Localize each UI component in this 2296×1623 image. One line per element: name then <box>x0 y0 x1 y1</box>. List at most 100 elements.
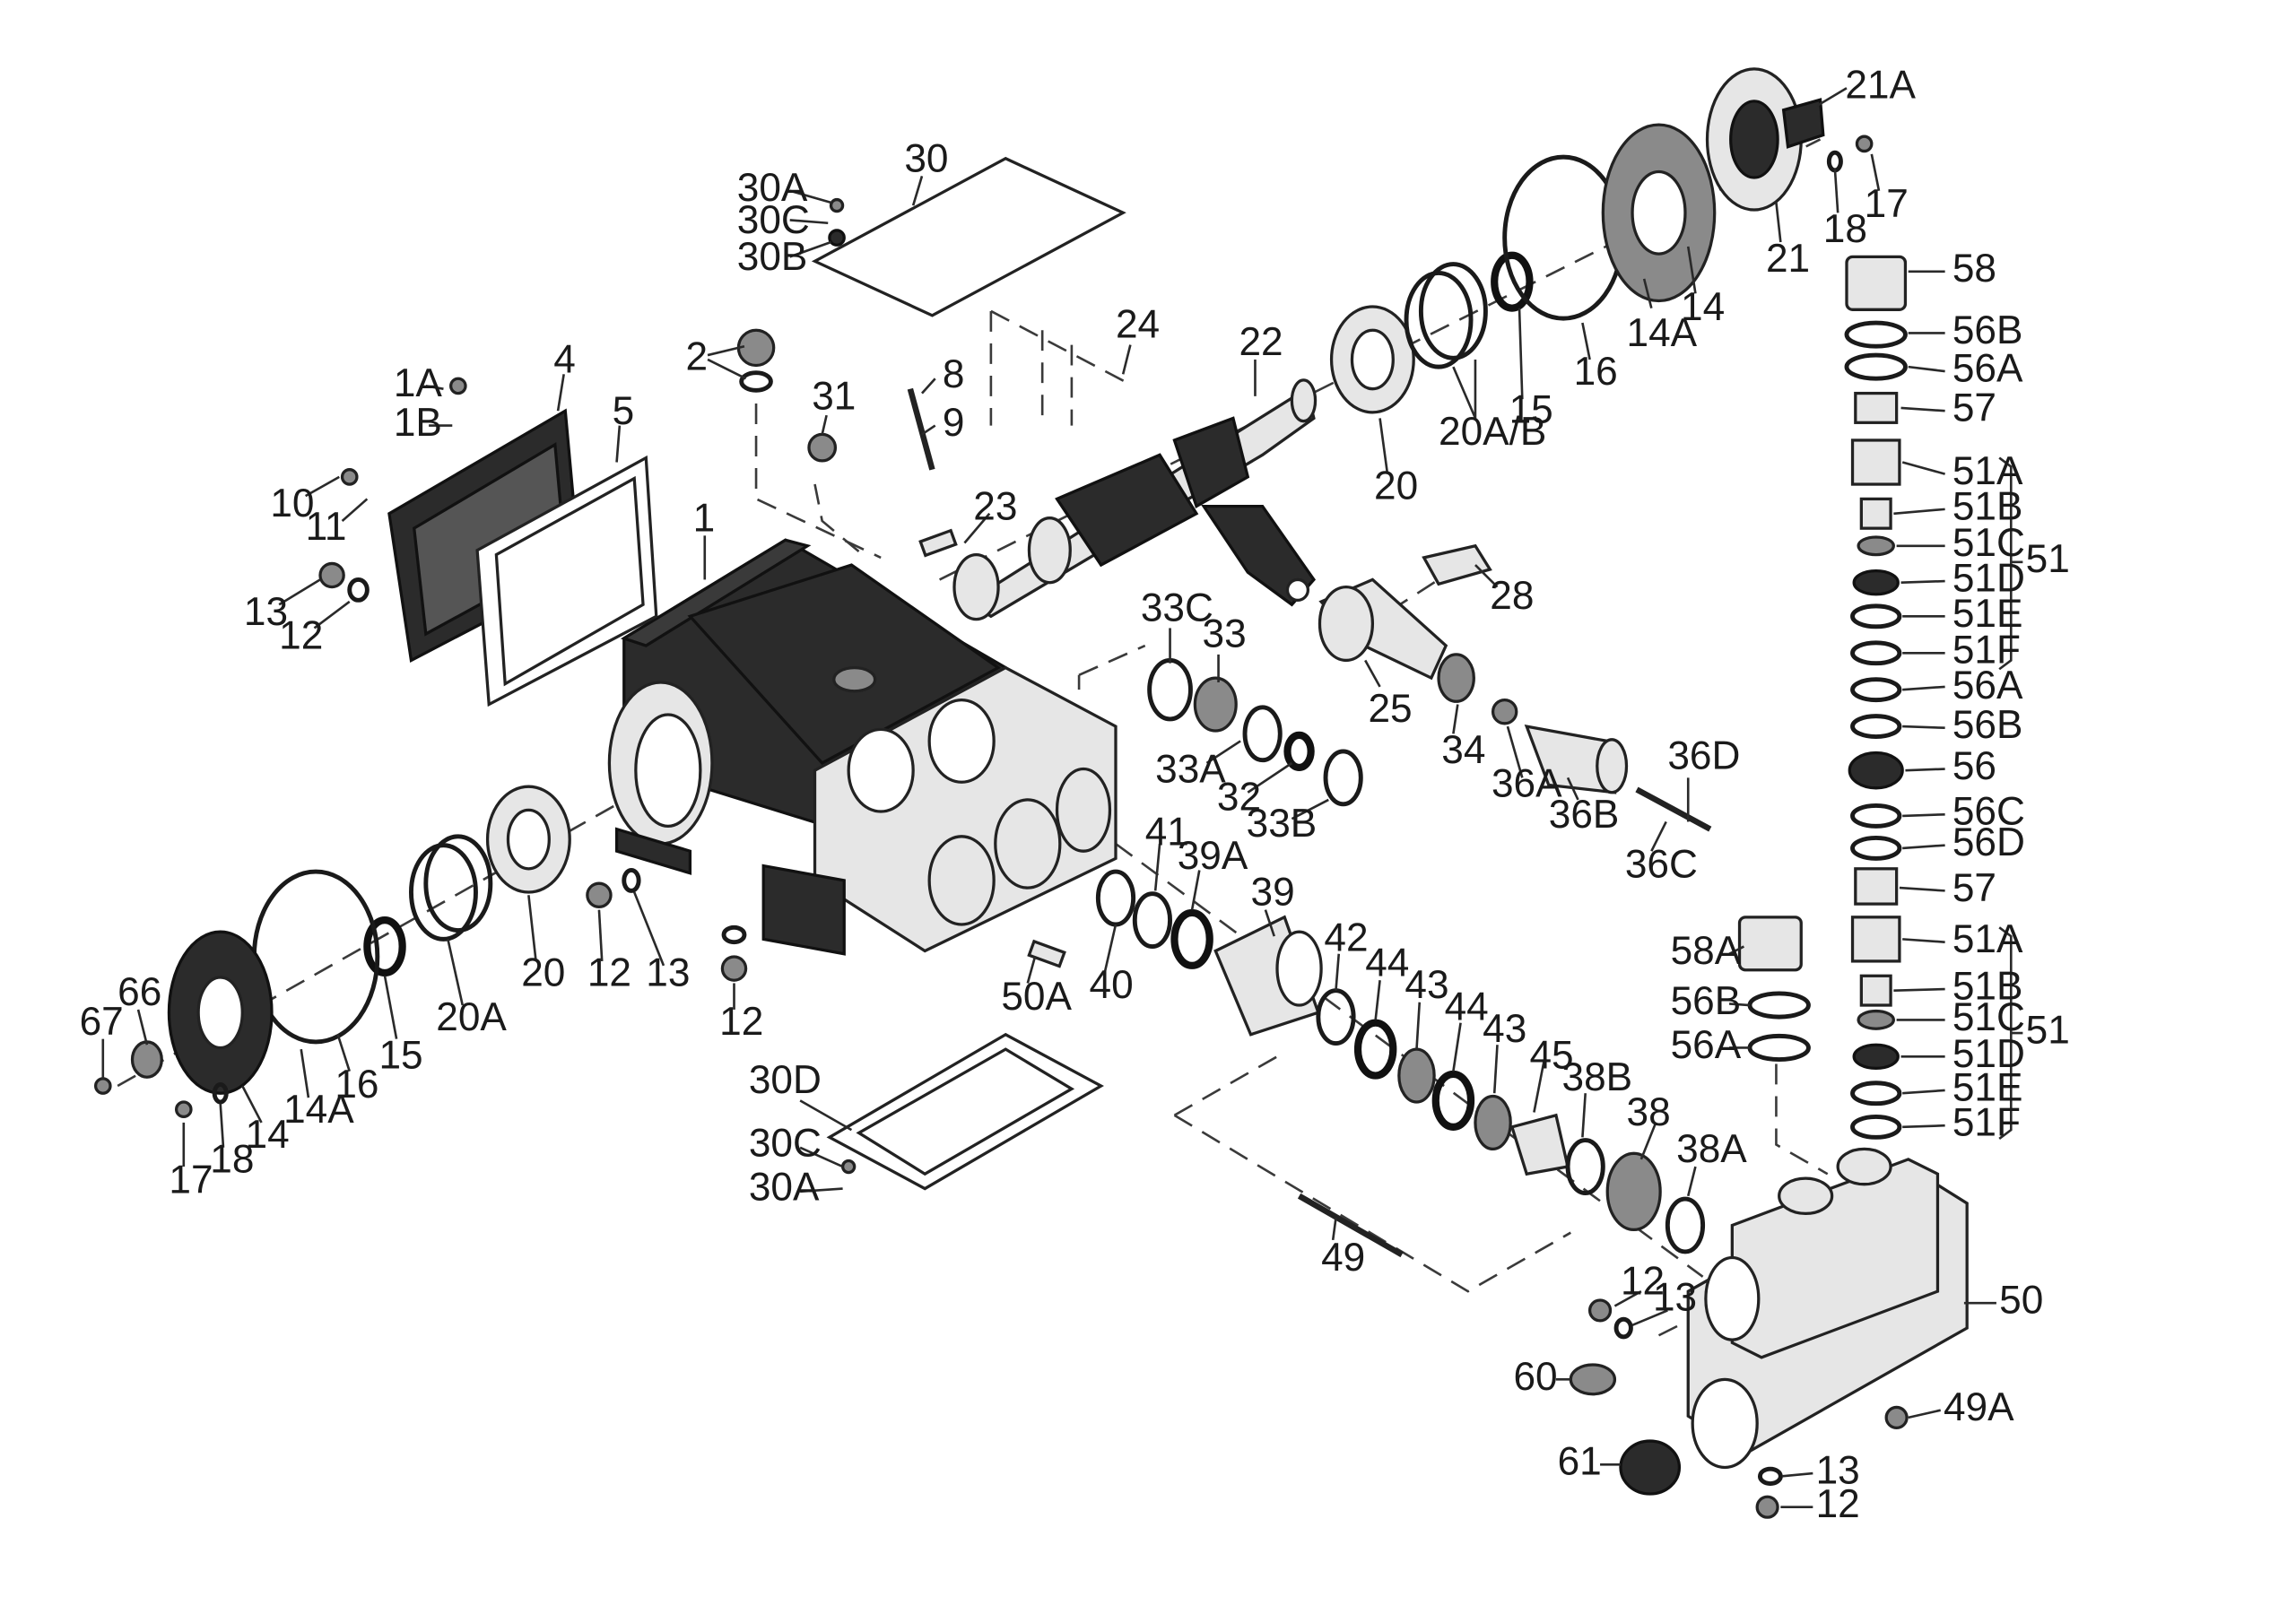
label-36C: 36C <box>1625 843 1698 887</box>
label-13-rear: 13 <box>244 590 288 634</box>
valve-stack-upper <box>1844 255 1908 906</box>
label-13-manifold: 13 <box>1653 1275 1697 1319</box>
label-32: 32 <box>1217 775 1261 819</box>
label-12-manifold-bottom: 12 <box>1816 1482 1860 1526</box>
label-28: 28 <box>1490 574 1534 618</box>
bearing-right <box>1329 305 1415 414</box>
label-18-right: 18 <box>1823 207 1867 251</box>
label-30A-bottom: 30A <box>749 1166 820 1210</box>
label-50: 50 <box>1999 1279 2043 1323</box>
label-20AB: 20A/B <box>1439 410 1546 454</box>
label-9: 9 <box>943 401 965 445</box>
label-13-left: 13 <box>646 951 690 995</box>
plunger <box>1491 698 1712 832</box>
label-38: 38 <box>1627 1090 1671 1134</box>
label-12-rear: 12 <box>279 613 323 657</box>
label-33: 33 <box>1203 612 1247 656</box>
label-30A-top: 30A <box>737 166 808 210</box>
label-30: 30 <box>904 136 948 180</box>
label-21A: 21A <box>1845 64 1916 108</box>
label-51F-1: 51F <box>1952 629 2021 673</box>
label-56B-2: 56B <box>1952 703 2023 747</box>
label-45: 45 <box>1529 1033 1573 1077</box>
label-14A-right: 14A <box>1627 311 1698 355</box>
label-1: 1 <box>693 496 716 540</box>
label-56B-1: 56B <box>1952 308 2023 352</box>
label-61: 61 <box>1558 1440 1602 1484</box>
label-1A: 1A <box>394 361 443 405</box>
label-51E-2: 51E <box>1952 1065 2023 1109</box>
label-51A-1: 51A <box>1952 449 2023 493</box>
label-58: 58 <box>1952 247 1996 291</box>
label-24: 24 <box>1116 302 1160 346</box>
label-51E-1: 51E <box>1952 592 2023 636</box>
label-51C-2: 51C <box>1952 995 2025 1039</box>
crankshaft <box>952 378 1318 621</box>
label-5: 5 <box>613 389 635 433</box>
top-cover-plate <box>811 156 1126 317</box>
label-10: 10 <box>270 482 314 525</box>
label-4: 4 <box>553 338 576 382</box>
label-43-a: 43 <box>1405 963 1448 1007</box>
label-16-right: 16 <box>1574 350 1618 394</box>
pump-manifold <box>1686 1147 1969 1470</box>
label-42: 42 <box>1324 916 1368 959</box>
plug-60 <box>1569 1363 1617 1396</box>
wrist-pin <box>1422 543 1492 586</box>
fasteners <box>93 135 1909 1519</box>
label-58A: 58A <box>1671 929 1742 973</box>
label-36B: 36B <box>1549 793 1620 837</box>
label-49A: 49A <box>1944 1385 2014 1429</box>
oil-seal-cap <box>130 1040 163 1079</box>
label-33B: 33B <box>1247 802 1318 846</box>
label-43-b: 43 <box>1483 1007 1526 1051</box>
oil-seal-34 <box>1437 653 1475 703</box>
label-14A-left: 14A <box>283 1088 354 1132</box>
label-38A: 38A <box>1676 1127 1747 1171</box>
label-56A-2: 56A <box>1952 664 2023 707</box>
label-51F-2: 51F <box>1952 1101 2021 1145</box>
label-56: 56 <box>1952 744 1996 788</box>
cover-gasket <box>475 455 658 707</box>
label-57-1: 57 <box>1952 386 1996 430</box>
label-16-left: 16 <box>335 1063 378 1107</box>
label-34: 34 <box>1441 728 1485 772</box>
label-51D-2: 51D <box>1952 1032 2025 1076</box>
connecting-rod <box>1201 504 1317 607</box>
bearing-cover-left <box>167 930 274 1095</box>
label-67: 67 <box>80 1000 124 1044</box>
label-23: 23 <box>973 484 1017 528</box>
label-8: 8 <box>943 352 965 396</box>
shims-right <box>1404 154 1625 369</box>
label-30C-top: 30C <box>737 198 810 242</box>
label-60: 60 <box>1513 1355 1557 1399</box>
label-56C: 56C <box>1952 790 2025 834</box>
label-30B: 30B <box>737 235 808 279</box>
label-66: 66 <box>117 970 161 1014</box>
label-56B-3: 56B <box>1671 979 1742 1023</box>
label-18-left: 18 <box>210 1138 254 1182</box>
label-33A: 33A <box>1155 747 1226 791</box>
label-30C-bottom: 30C <box>749 1122 822 1166</box>
label-20A: 20A <box>436 995 507 1039</box>
label-33C: 33C <box>1141 586 1213 629</box>
label-36A: 36A <box>1492 762 1562 806</box>
label-50A: 50A <box>1001 975 1072 1019</box>
crosshead <box>1318 577 1448 681</box>
label-1B: 1B <box>394 401 442 445</box>
label-51D-1: 51D <box>1952 557 2025 601</box>
label-17-right: 17 <box>1865 182 1909 226</box>
label-41: 41 <box>1145 811 1189 855</box>
label-15-left: 15 <box>378 1033 422 1077</box>
label-51-2: 51 <box>2026 1009 2070 1053</box>
label-51C-1: 51C <box>1952 521 2025 565</box>
leader-lines <box>101 87 2023 1509</box>
label-51-1: 51 <box>2026 537 2070 581</box>
part-labels: 1 1A 1B 2 4 5 8 9 10 11 13 12 30 30A 30C… <box>80 64 2070 1527</box>
label-56A-3: 56A <box>1671 1023 1742 1067</box>
label-12-manifold: 12 <box>1621 1259 1665 1303</box>
label-40: 40 <box>1090 963 1134 1007</box>
label-20-right: 20 <box>1374 464 1418 508</box>
label-44-b: 44 <box>1445 985 1489 1028</box>
